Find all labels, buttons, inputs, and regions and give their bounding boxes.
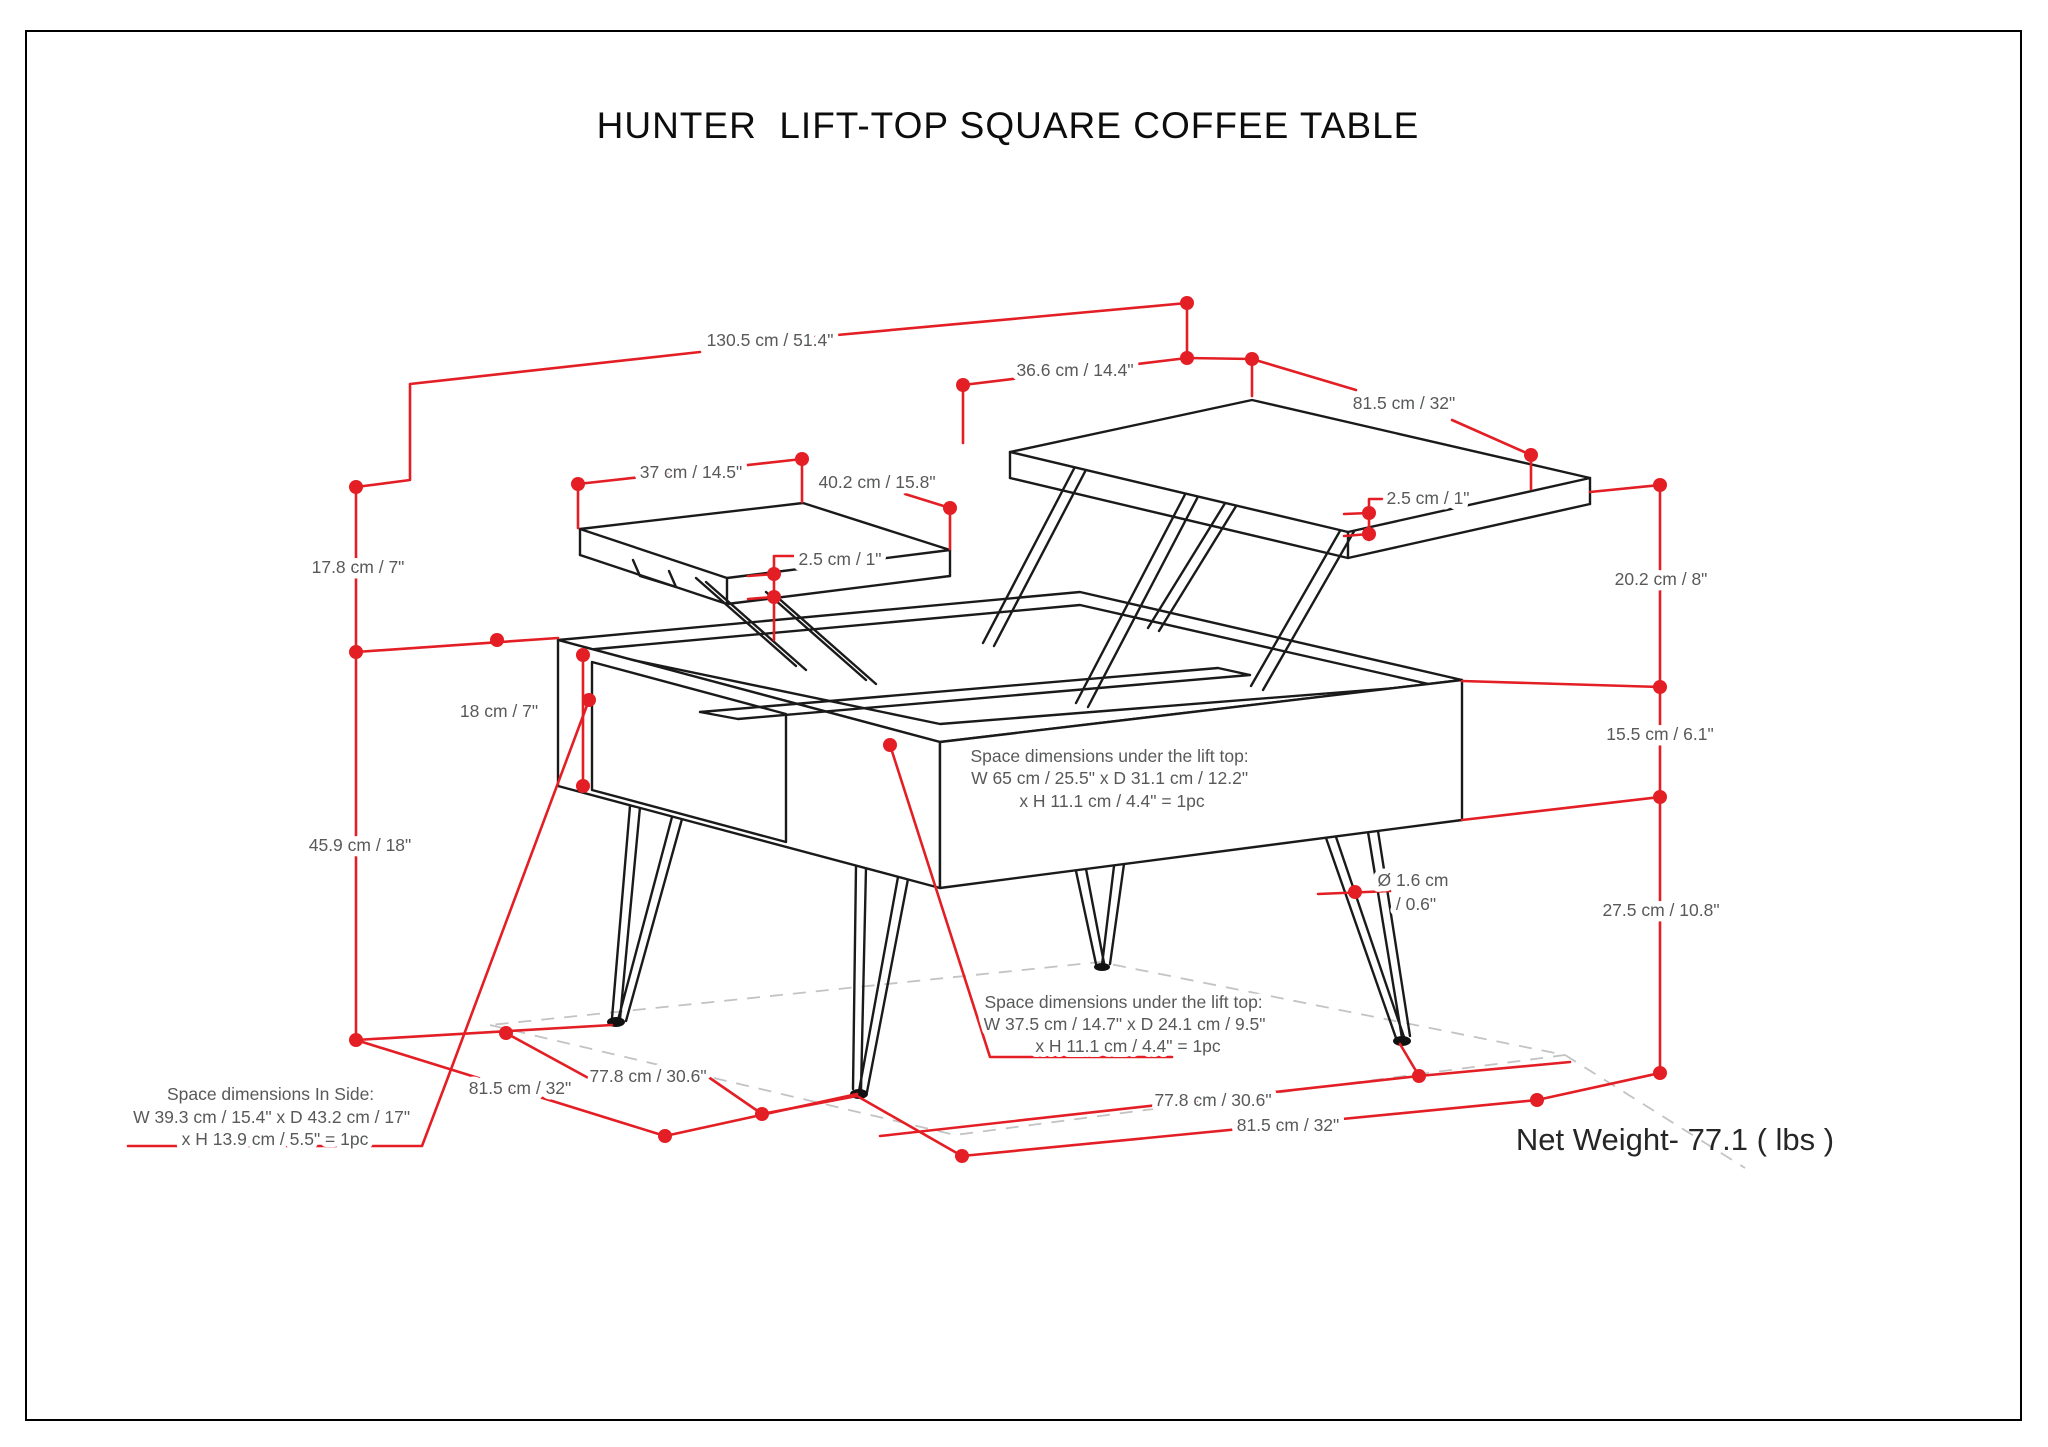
dim-tray-thickness: 2.5 cm / 1" — [798, 549, 881, 569]
dim-lift-height: 20.2 cm / 8" — [1615, 569, 1708, 589]
leg-foot — [1393, 1036, 1411, 1046]
dim-top-thickness: 2.5 cm / 1" — [1386, 488, 1469, 508]
dim-overall-width: 130.5 cm / 51.4" — [707, 330, 834, 350]
lift-mechanism-arms — [694, 436, 1370, 709]
note-under-lift-top-tray: Space dimensions under the lift top: W 3… — [984, 992, 1271, 1056]
dim-base-depth-right: 77.8 cm / 30.6" — [1154, 1090, 1271, 1110]
note-in-side: Space dimensions In Side: W 39.3 cm / 15… — [133, 1084, 415, 1149]
dim-base-width-right: 81.5 cm / 32" — [1237, 1115, 1340, 1135]
leg-foot — [1094, 963, 1110, 971]
dim-tray-width: 37 cm / 14.5" — [640, 462, 743, 482]
dim-tray-lift-height: 17.8 cm / 7" — [312, 557, 405, 577]
page-title: HUNTER LIFT-TOP SQUARE COFFEE TABLE — [597, 105, 1420, 146]
dimension-dots — [349, 296, 1667, 1163]
large-lift-top — [1008, 398, 1592, 560]
tray-handle-notch — [631, 558, 678, 589]
dim-leg-diameter-line2: / 0.6" — [1396, 894, 1436, 914]
dim-leg-height: 27.5 cm / 10.8" — [1602, 900, 1719, 920]
dim-top-width: 81.5 cm / 32" — [1353, 393, 1456, 413]
dim-tray-depth: 40.2 cm / 15.8" — [818, 472, 935, 492]
dim-body-height: 15.5 cm / 6.1" — [1606, 724, 1713, 744]
center-divider — [698, 666, 1252, 721]
small-lift-top — [578, 501, 952, 606]
hairpin-legs — [607, 804, 1412, 1099]
coffee-table-drawing — [556, 398, 1592, 1099]
dim-leg-diameter-line1: Ø 1.6 cm — [1378, 870, 1449, 890]
dim-side-opening-height: 18 cm / 7" — [460, 701, 538, 721]
table-body — [556, 590, 1464, 890]
dim-top-overhang: 36.6 cm / 14.4" — [1016, 360, 1133, 380]
page-border — [25, 30, 2022, 1421]
dim-base-depth-left: 77.8 cm / 30.6" — [589, 1066, 706, 1086]
dim-base-width-left: 81.5 cm / 32" — [469, 1078, 572, 1098]
floor-projection — [489, 961, 1746, 1169]
side-opening — [590, 660, 788, 844]
net-weight-label: Net Weight- 77.1 ( lbs ) — [1516, 1122, 1834, 1157]
dim-total-height: 45.9 cm / 18" — [309, 835, 412, 855]
